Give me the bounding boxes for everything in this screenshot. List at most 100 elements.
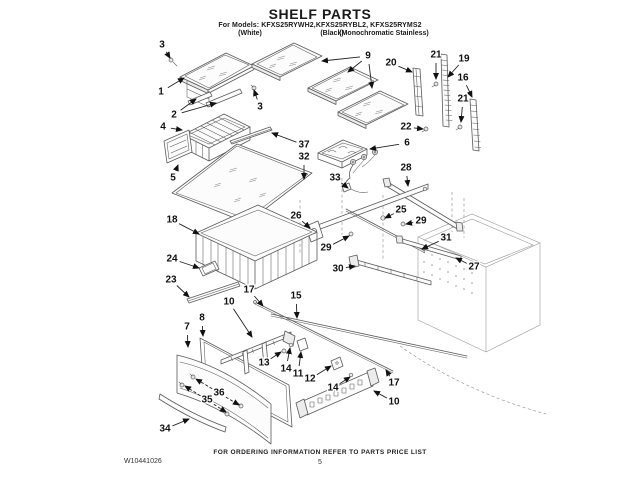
callout-35: 35: [201, 395, 213, 406]
callout-28: 28: [400, 163, 412, 174]
leader-line-24: [179, 261, 200, 269]
callout-1: 1: [158, 87, 164, 98]
leader-line-29: [332, 235, 350, 245]
leader-line-9: [347, 60, 363, 73]
callout-14: 14: [280, 364, 292, 375]
screw-part22: [421, 126, 429, 133]
screw-part3-b: [250, 84, 257, 91]
rail-part25-26: [305, 183, 429, 243]
callout-3: 3: [257, 102, 263, 113]
callout-2: 2: [171, 110, 177, 121]
deli-basket-part4: [182, 113, 251, 162]
callout-21: 21: [430, 50, 442, 61]
screw-part21-b: [455, 124, 463, 131]
handle-part34: [158, 393, 227, 433]
callout-3: 3: [159, 40, 165, 51]
leader-line-17: [253, 295, 264, 307]
screw-part3-a: [168, 57, 178, 67]
callout-12: 12: [304, 374, 316, 385]
callout-27: 27: [468, 262, 480, 273]
leader-line-4: [170, 126, 183, 133]
glass-shelves-part9: [251, 42, 409, 129]
bracket-part24: [198, 260, 220, 277]
leader-line-19: [447, 64, 460, 78]
callout-11: 11: [293, 369, 304, 380]
leader-line-36: [195, 378, 213, 390]
callout-17: 17: [388, 378, 400, 389]
page-number: 5: [318, 459, 322, 466]
leader-line-13: [270, 351, 282, 360]
screw-part29-a: [348, 231, 354, 237]
leader-line-29: [405, 219, 414, 226]
callout-8: 8: [199, 313, 205, 324]
callout-30: 30: [332, 264, 344, 275]
models-line: For Models: KFXS25RYWH2,KFXS25RYBL2, KFX…: [218, 22, 422, 29]
leader-line-10: [233, 308, 253, 338]
leader-line-22: [413, 125, 424, 132]
leader-line-33: [341, 181, 349, 189]
callout-22: 22: [400, 122, 412, 133]
callout-36: 36: [213, 388, 225, 399]
leader-line-10: [373, 390, 388, 399]
finish-labels: (White) (Black) (Monochromatic Stainless…: [0, 30, 640, 39]
rail-part20: [412, 67, 424, 117]
tray-part6: [317, 139, 368, 169]
ordering-note: FOR ORDERING INFORMATION REFER TO PARTS …: [213, 449, 427, 456]
basket-part18: [195, 204, 318, 290]
rail-part30: [348, 254, 432, 286]
drawer-front-part7: [176, 354, 272, 445]
rail-part16: [469, 98, 482, 152]
trim-part23: [186, 281, 241, 304]
callout-32: 32: [298, 152, 310, 163]
leader-line-31: [421, 240, 439, 250]
leader-line-36: [225, 396, 240, 406]
leader-line-2: [180, 98, 197, 111]
shelf-trim-part2: [187, 88, 243, 108]
finish-white: (White): [238, 30, 262, 37]
control-panel-part10: [295, 367, 380, 419]
leader-line-15: [293, 303, 300, 319]
callout-14: 14: [327, 383, 339, 394]
callout-19: 19: [458, 54, 470, 65]
callout-25: 25: [395, 205, 407, 216]
finish-stainless: (Monochromatic Stainless): [339, 30, 429, 37]
callout-34: 34: [159, 424, 171, 435]
callout-31: 31: [440, 233, 452, 244]
rail-part27: [395, 235, 462, 261]
callout-23: 23: [165, 275, 177, 286]
leader-line-5: [173, 164, 179, 172]
callout-4: 4: [160, 122, 166, 133]
rail-part19: [440, 53, 453, 128]
leader-line-17: [385, 369, 392, 377]
leader-line-18: [178, 223, 200, 235]
leader-line-11: [297, 351, 304, 367]
leader-line-20: [398, 65, 413, 73]
leader-line-16: [465, 85, 473, 98]
leader-line-12: [316, 365, 332, 376]
leader-line-6: [369, 143, 400, 152]
leader-line-35: [184, 385, 201, 397]
callout-24: 24: [166, 254, 178, 265]
leader-line-14: [339, 376, 351, 385]
leader-line-9: [368, 63, 375, 89]
callout-17: 17: [243, 285, 255, 296]
leader-line-2: [181, 101, 217, 114]
leader-line-34: [172, 418, 190, 427]
doc-number: W10441026: [124, 458, 162, 465]
glass-insert-part32: [171, 143, 313, 224]
callout-13: 13: [258, 358, 270, 369]
trim-rail-part37: [229, 126, 273, 145]
leader-line-23: [176, 285, 190, 298]
callout-6: 6: [404, 138, 410, 149]
page-title: SHELF PARTS: [268, 6, 372, 22]
callout-7: 7: [184, 322, 190, 333]
screw-part21-a: [431, 81, 439, 88]
callout-10: 10: [223, 297, 235, 308]
leader-line-1: [167, 77, 185, 89]
pantry-front-part5: [163, 129, 193, 164]
callout-37: 37: [298, 140, 310, 151]
leader-line-21: [458, 106, 465, 123]
leader-line-8: [199, 325, 206, 337]
